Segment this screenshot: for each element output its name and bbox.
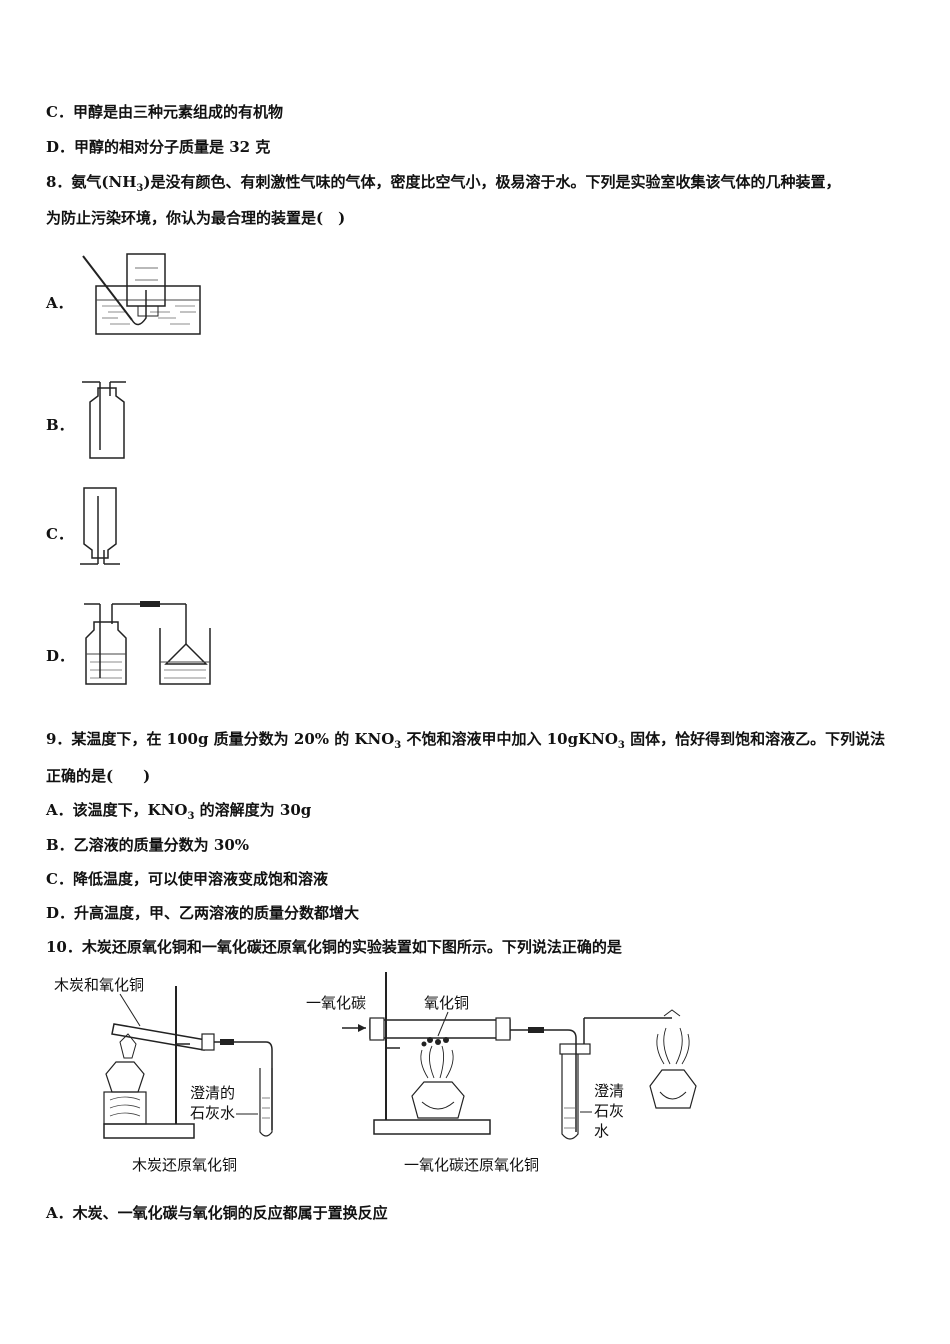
q8-apparatus-a-figure [80,250,205,342]
charcoal-reduction-apparatus-icon: 木炭和氧化铜 澄清的 石灰水 木炭还原氧化铜 [54,976,273,1174]
inverted-bottle-icon [80,487,120,565]
q9-option-d: D．升高温度，甲、乙两溶液的质量分数都增大 [46,904,360,922]
q8-stem-text-b: )是没有颜色、有刺激性气味的气体，密度比空气小，极易溶于水。下列是实验室收集该气… [143,173,841,191]
fig1-top-label: 木炭和氧化铜 [54,976,144,994]
q8-stem-line1: 8．氨气(NH3)是没有颜色、有刺激性气味的气体，密度比空气小，极易溶于水。下列… [46,171,841,194]
q9-option-a-text-1: A．该温度下，KNO [46,801,188,819]
q8-apparatus-c-figure [78,484,122,568]
q10-stem: 10．木炭还原氧化铜和一氧化碳还原氧化铜的实验装置如下图所示。下列说法正确的是 [46,938,622,956]
q9-stem-text-c: 固体，恰好得到饱和溶液乙。下列说法 [624,730,886,748]
q9-option-b: B．乙溶液的质量分数为 30% [46,836,250,854]
fig2-co-label: 一氧化碳 [306,994,366,1012]
q10-option-a: A．木炭、一氧化碳与氧化铜的反应都属于置换反应 [46,1204,388,1222]
q8-stem-subscript: 3 [136,183,144,194]
q9-stem-text-a: 9．某温度下，在 100g 质量分数为 20% 的 KNO [46,730,395,748]
q9-option-a-subscript: 3 [187,811,195,822]
fig2-lime-label-1: 澄清 [594,1082,624,1100]
q8-label-a: A． [46,294,73,312]
q8-label-d: D． [46,647,75,665]
q10-figure-charcoal: 木炭和氧化铜 澄清的 石灰水 木炭还原氧化铜 [40,968,330,1178]
fig1-caption: 木炭还原氧化铜 [132,1156,237,1174]
q9-option-a-text-2: 的溶解度为 30g [194,801,312,819]
water-trough-icon [82,253,201,335]
fig2-lime-label-2: 石灰 [594,1102,624,1120]
q8-stem-text-a: 8．氨气(NH [46,173,137,191]
bottle-and-beaker-icon [84,601,211,685]
q8-label-c: C． [46,525,73,543]
q7-option-c: C．甲醇是由三种元素组成的有机物 [46,103,283,121]
q9-option-c: C．降低温度，可以使甲溶液变成饱和溶液 [46,870,328,888]
gas-bottle-icon [82,381,126,459]
q8-label-b: B． [46,416,74,434]
fig2-lime-label-3: 水 [594,1122,609,1140]
q9-stem-line2: 正确的是( ) [46,767,151,785]
fig1-lime-label-1: 澄清的 [190,1084,235,1102]
q9-option-a: A．该温度下，KNO3 的溶解度为 30g [46,799,311,822]
q7-option-d: D．甲醇的相对分子质量是 32 克 [46,138,271,156]
q8-stem-line2: 为防止污染环境，你认为最合理的装置是( ) [46,209,346,227]
fig2-cuo-label: 氧化铜 [424,994,469,1012]
q8-apparatus-b-figure [80,378,130,462]
q9-stem-line1: 9．某温度下，在 100g 质量分数为 20% 的 KNO3 不饱和溶液甲中加入… [46,728,885,751]
q9-stem-text-b: 不饱和溶液甲中加入 10gKNO [401,730,618,748]
co-reduction-apparatus-icon: 一氧化碳 氧化铜 澄清 石灰 水 [306,972,697,1174]
q9-stem-subscript-2: 3 [617,740,625,751]
q9-stem-subscript-1: 3 [394,740,402,751]
fig1-lime-label-2: 石灰水 [190,1104,235,1122]
q8-apparatus-d-figure [80,596,215,690]
fig2-caption: 一氧化碳还原氧化铜 [404,1156,539,1174]
q10-figure-co: 一氧化碳 氧化铜 澄清 石灰 水 [300,968,710,1178]
